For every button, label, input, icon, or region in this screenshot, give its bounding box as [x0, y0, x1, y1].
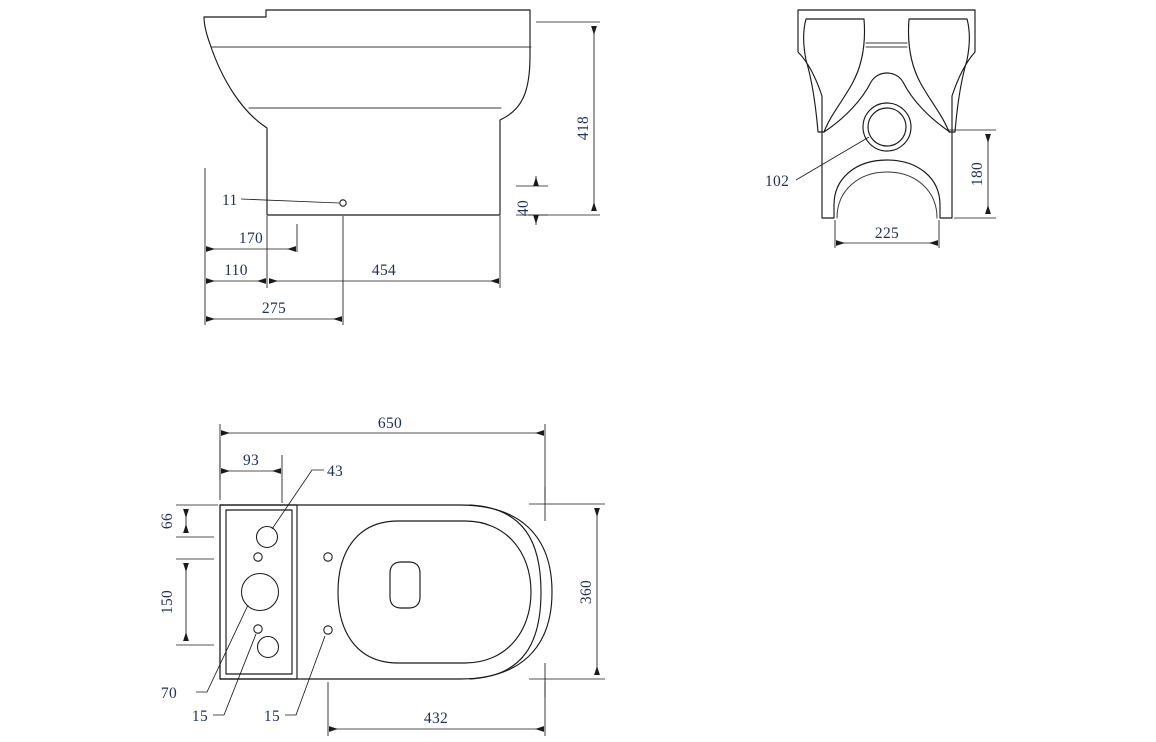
dim-40	[516, 176, 548, 225]
side-elevation-outline	[203, 9, 531, 216]
dim-label-43: 43	[327, 463, 343, 480]
dim-leader-43	[271, 469, 324, 530]
dim-label-110: 110	[224, 262, 248, 279]
rear-elevation-outline	[797, 9, 976, 219]
hole-15mm-body-lower	[323, 625, 333, 635]
hole-11mm	[339, 199, 347, 207]
plan-rim-arc	[469, 504, 542, 680]
dim-225	[834, 220, 940, 248]
dim-label-70: 70	[161, 685, 177, 702]
dim-label-180: 180	[969, 162, 986, 186]
bowl-opening	[337, 520, 532, 664]
dim-label-150: 150	[159, 590, 176, 614]
rear-left-lobe	[803, 18, 866, 133]
side-elevation-extension-lines	[204, 168, 501, 325]
drain-aperture	[389, 561, 421, 609]
dim-150	[176, 558, 214, 646]
side-elevation-detail-lines	[211, 46, 532, 109]
fixing-plate-inner	[225, 509, 293, 675]
hole-15mm-body-upper	[323, 552, 333, 562]
hole-70mm-central	[240, 572, 280, 612]
side-elevation-view: 11 418 40	[203, 9, 600, 325]
dim-label-650: 650	[378, 415, 402, 432]
dim-label-11: 11	[222, 192, 238, 209]
dim-label-418: 418	[575, 116, 592, 140]
dim-leader-15b	[285, 635, 326, 716]
hole-15mm-upper	[253, 552, 263, 562]
dim-label-93: 93	[243, 452, 259, 469]
dim-66	[176, 504, 218, 538]
dim-360	[529, 503, 605, 680]
dim-650	[219, 424, 546, 500]
dim-label-15b: 15	[264, 708, 280, 725]
rear-boss-upper	[823, 72, 951, 133]
dim-leader-70	[196, 604, 249, 693]
fixing-plate-outer	[219, 504, 298, 680]
dim-label-15a: 15	[192, 708, 208, 725]
dim-label-454: 454	[372, 262, 396, 279]
dim-432	[327, 682, 546, 736]
dim-93	[219, 440, 283, 503]
plan-view: 650 93 43 66	[159, 415, 605, 736]
dim-leader-102	[795, 136, 870, 181]
dim-leader-11	[240, 198, 340, 204]
dim-180	[948, 129, 996, 219]
dim-label-432: 432	[424, 710, 448, 727]
dim-label-275: 275	[262, 300, 286, 317]
outlet-bore-inner	[867, 107, 907, 147]
dim-label-102: 102	[765, 173, 789, 190]
dim-leader-15a	[213, 633, 257, 716]
rear-elevation-view: 102 180 225	[765, 9, 996, 248]
rear-centre-bridge	[865, 42, 908, 48]
dim-label-66: 66	[159, 513, 176, 529]
dim-label-40: 40	[515, 200, 532, 216]
hole-43mm-lower	[256, 635, 280, 659]
rear-lower-arch	[836, 171, 938, 219]
hole-43mm-upper	[255, 525, 279, 549]
dim-label-360: 360	[578, 580, 595, 604]
outlet-bore-outer	[862, 102, 912, 152]
hole-15mm-lower	[253, 624, 263, 634]
dim-label-170: 170	[239, 230, 263, 247]
dim-label-225: 225	[875, 225, 899, 242]
